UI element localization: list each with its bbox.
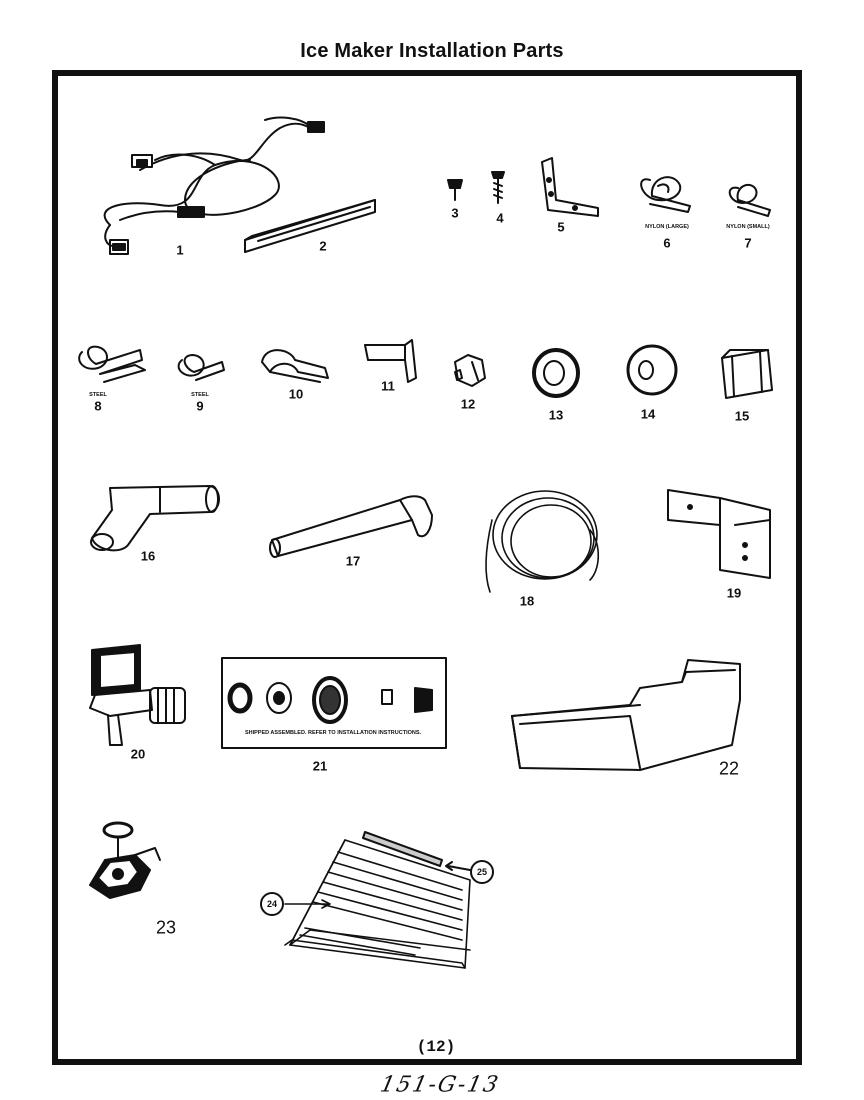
part-6-clamp-large — [640, 176, 691, 213]
part-9-material: STEEL — [191, 392, 209, 398]
part-6-material: NYLON (LARGE) — [645, 224, 689, 230]
page-number: (12) — [416, 1038, 456, 1056]
part-number-17: 17 — [345, 553, 361, 569]
part-24-shelf — [284, 839, 471, 969]
part-25-bar — [362, 831, 471, 871]
part-2-strip — [244, 199, 376, 253]
part-number-25: 25 — [476, 867, 488, 877]
part-number-13: 13 — [548, 407, 564, 423]
part-23-valve — [89, 821, 161, 899]
part-11-bracket — [364, 339, 417, 383]
part-number-9: 9 — [196, 398, 204, 414]
part-3-screw — [447, 179, 463, 201]
part-1-wire-harness — [103, 116, 325, 255]
callout-25-circle — [470, 860, 494, 884]
handwritten-code: 151-G-13 — [377, 1072, 503, 1098]
part-19-bracket — [667, 489, 771, 579]
part-7-clamp-small — [728, 183, 771, 217]
part-number-11: 11 — [381, 378, 395, 394]
part-12-nut — [454, 354, 486, 387]
part-number-23: 23 — [155, 917, 177, 938]
part-number-22: 22 — [718, 758, 740, 779]
part-21-fitting-kit — [221, 657, 447, 749]
part-number-14: 14 — [640, 406, 656, 422]
part-13-grommet — [532, 348, 580, 398]
part-number-1: 1 — [176, 242, 184, 258]
part-number-20: 20 — [130, 746, 146, 762]
part-15-bushing — [721, 349, 773, 399]
part-number-4: 4 — [496, 210, 504, 226]
part-number-18: 18 — [519, 593, 535, 609]
part-number-16: 16 — [140, 548, 156, 564]
part-8-steel-clamp — [78, 345, 146, 383]
part-17-tube — [269, 495, 433, 558]
part-22-ice-bin — [511, 659, 741, 771]
part-10-clip — [261, 349, 329, 383]
part-number-15: 15 — [734, 408, 750, 424]
part-14-washer — [626, 344, 678, 396]
part-number-24: 24 — [266, 899, 278, 909]
part-number-8: 8 — [94, 398, 102, 414]
part-5-bracket — [541, 157, 599, 217]
part-number-10: 10 — [288, 386, 304, 402]
part-number-3: 3 — [451, 205, 459, 221]
part-number-12: 12 — [460, 396, 476, 412]
part-7-material: NYLON (SMALL) — [726, 224, 770, 230]
part-9-steel-clamp — [177, 354, 225, 381]
part-4-screw — [491, 171, 505, 204]
fitting-kit-note: SHIPPED ASSEMBLED. REFER TO INSTALLATION… — [244, 730, 422, 736]
part-number-2: 2 — [319, 238, 327, 254]
part-number-7: 7 — [744, 235, 752, 251]
part-16-elbow-tube — [90, 485, 220, 552]
part-number-21: 21 — [312, 758, 328, 774]
callout-24-circle — [260, 892, 284, 916]
part-number-6: 6 — [663, 235, 671, 251]
part-8-material: STEEL — [89, 392, 107, 398]
diagram-title: Ice Maker Installation Parts — [300, 40, 564, 62]
part-18-tubing-coil — [485, 490, 600, 593]
part-number-19: 19 — [726, 585, 742, 601]
part-number-5: 5 — [557, 219, 565, 235]
part-20-water-valve — [89, 644, 186, 746]
diagram-frame — [52, 70, 802, 1065]
